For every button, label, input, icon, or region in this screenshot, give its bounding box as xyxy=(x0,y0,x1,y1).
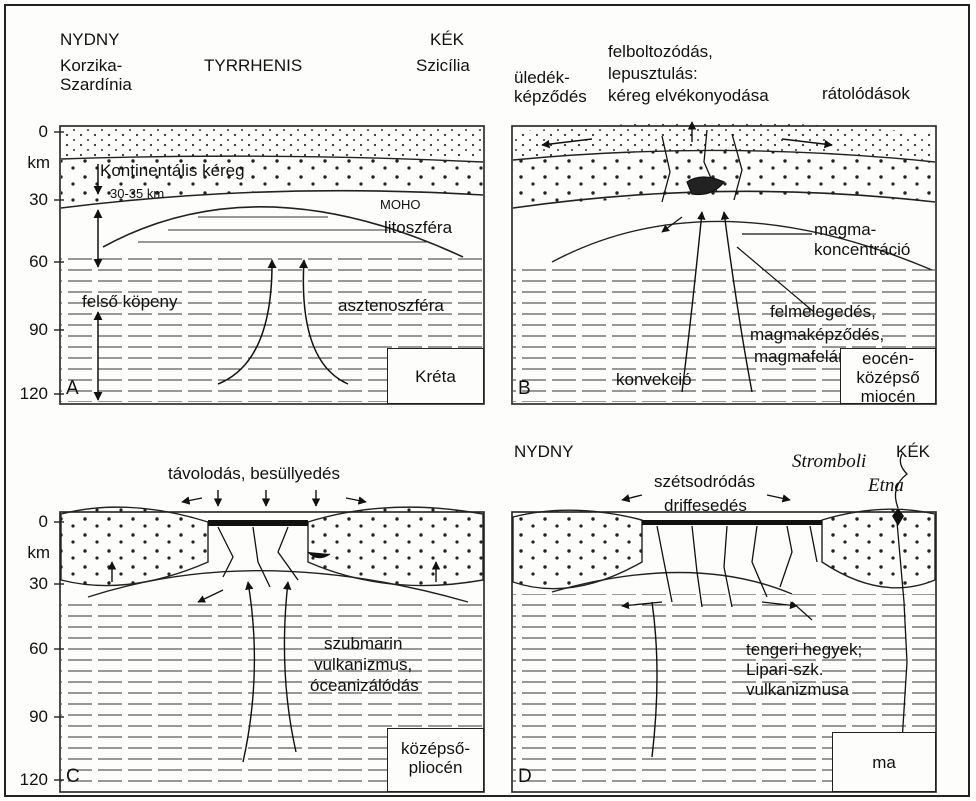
crust-depth-label: 30-35 km xyxy=(110,184,164,203)
sediment-label-1: üledék- xyxy=(514,68,570,87)
heat-label-1: felmelegedés, xyxy=(770,302,876,321)
submarine-label-2: vulkanizmus, xyxy=(314,655,412,674)
depth-60: 60 xyxy=(10,252,48,272)
depth-60-c: 60 xyxy=(10,639,48,659)
asthenosphere-label: asztenoszféra xyxy=(338,296,444,315)
uplift-label-3: kéreg elvékonyodása xyxy=(608,86,769,105)
magma-label-1: magma- xyxy=(814,220,876,239)
thrust-label: rátolódások xyxy=(822,84,910,103)
age-box-d: ma xyxy=(832,732,936,792)
dir-east-label: KÉK xyxy=(430,30,464,49)
magma-label-2: koncentráció xyxy=(814,240,910,259)
etna-label: Etna xyxy=(868,476,904,495)
panel-letter-c: C xyxy=(66,766,80,788)
depth-unit: km xyxy=(12,153,50,173)
place-east: Szicília xyxy=(416,56,470,75)
panel-c: távolodás, besüllyedés szubmarin vulkani… xyxy=(8,402,488,797)
uplift-label-2: lepusztulás: xyxy=(608,64,698,83)
depth-0: 0 xyxy=(10,122,48,142)
sea-label-1: tengeri hegyek; xyxy=(746,640,862,659)
uplift-label-1: felboltozódás, xyxy=(608,42,713,61)
drift-label-2: driffesedés xyxy=(664,496,747,515)
convection-label: konvekció xyxy=(616,370,692,389)
drift-label-1: szétsodródás xyxy=(654,472,755,491)
dir-east-label-d: KÉK xyxy=(896,442,930,461)
depth-0-c: 0 xyxy=(10,512,48,532)
panel-d: NYDNY KÉK szétsodródás driffesedés Strom… xyxy=(492,402,972,797)
figure-frame: NYDNY KÉK Korzika- Szardínia TYRRHENIS S… xyxy=(4,4,970,797)
panel-letter-a: A xyxy=(66,378,79,400)
depth-120-c: 120 xyxy=(10,770,48,790)
sea-label-3: vulkanizmusa xyxy=(746,680,849,699)
age-box-c: középső- pliocén xyxy=(387,728,484,792)
crust-label: Kontinentális kéreg xyxy=(100,161,245,180)
age-b-line-2: középső xyxy=(841,368,935,387)
place-center: TYRRHENIS xyxy=(204,56,302,75)
age-box-a: Kréta xyxy=(387,348,484,404)
rift-label: távolodás, besüllyedés xyxy=(168,464,340,483)
submarine-label-3: óceanizálódás xyxy=(310,676,419,695)
panel-b: üledék- képződés felboltozódás, lepusztu… xyxy=(492,12,972,407)
depth-unit-c: km xyxy=(12,543,50,563)
moho-label: MOHO xyxy=(380,195,420,214)
panel-letter-d: D xyxy=(518,766,532,788)
depth-30: 30 xyxy=(10,190,48,210)
place-west-2: Szardínia xyxy=(60,75,132,94)
heat-label-2: magmaképződés, xyxy=(750,325,884,344)
age-c-line-2: pliocén xyxy=(388,758,483,777)
dir-west-label: NYDNY xyxy=(60,30,120,49)
stromboli-label: Stromboli xyxy=(792,452,866,471)
dir-west-label-d: NYDNY xyxy=(514,442,574,461)
sediment-label-2: képződés xyxy=(514,87,587,106)
age-c-line-1: középső- xyxy=(388,739,483,758)
depth-90: 90 xyxy=(10,320,48,340)
panel-a: NYDNY KÉK Korzika- Szardínia TYRRHENIS S… xyxy=(8,12,488,407)
submarine-label-1: szubmarin xyxy=(324,634,402,653)
panel-letter-b: B xyxy=(518,378,531,400)
upper-mantle-label: felső köpeny xyxy=(82,292,177,311)
age-box-b: eocén- középső miocén xyxy=(840,348,936,404)
sea-label-2: Lipari-szk. xyxy=(746,660,823,679)
depth-30-c: 30 xyxy=(10,574,48,594)
depth-120: 120 xyxy=(10,384,48,404)
age-b-line-1: eocén- xyxy=(841,349,935,368)
place-west-1: Korzika- xyxy=(60,56,122,75)
depth-90-c: 90 xyxy=(10,707,48,727)
lithosphere-label: litoszféra xyxy=(384,218,452,237)
